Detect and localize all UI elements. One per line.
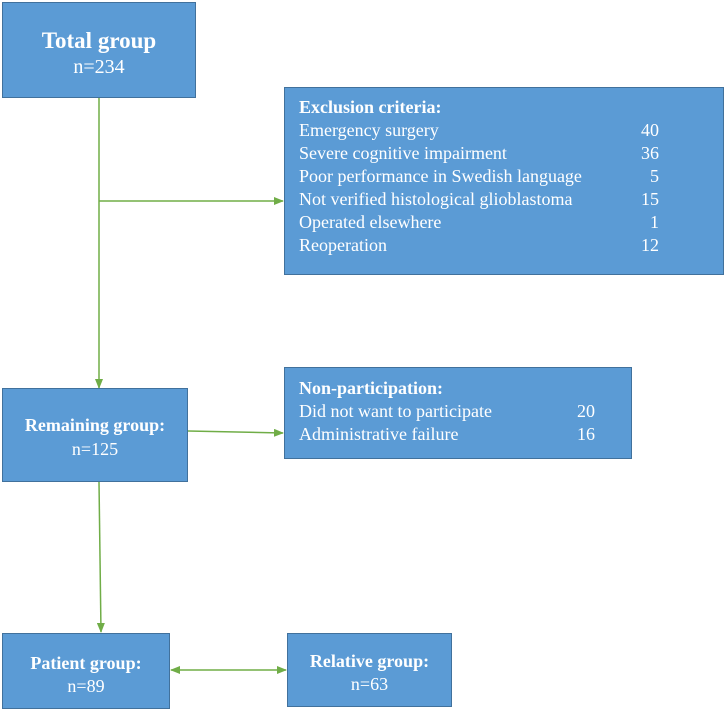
non-participation-item: Did not want to participate 20 bbox=[299, 401, 595, 421]
remaining-group-box: Remaining group: n=125 bbox=[2, 388, 188, 482]
relative-group-title: Relative group: bbox=[309, 651, 430, 671]
exclusion-criteria-title: Exclusion criteria: bbox=[299, 97, 442, 117]
exclusion-item: Not verified histological glioblastoma 1… bbox=[299, 189, 659, 209]
exclusion-item: Operated elsewhere 1 bbox=[299, 212, 659, 232]
total-group-title: Total group bbox=[41, 28, 157, 53]
non-participation-item: Administrative failure 16 bbox=[299, 424, 595, 444]
patient-group-title: Patient group: bbox=[30, 653, 142, 673]
total-group-count: n=234 bbox=[73, 56, 125, 78]
remaining-group-title: Remaining group: bbox=[24, 415, 166, 435]
non-participation-title: Non-participation: bbox=[299, 378, 443, 398]
total-group-box: Total group n=234 bbox=[2, 2, 196, 98]
arrow-remaining-to-patient bbox=[96, 481, 105, 633]
exclusion-criteria-box: Exclusion criteria: Emergency surgery 40… bbox=[284, 87, 724, 275]
exclusion-item: Reoperation 12 bbox=[299, 235, 659, 255]
exclusion-item: Emergency surgery 40 bbox=[299, 120, 659, 140]
exclusion-item: Severe cognitive impairment 36 bbox=[299, 143, 659, 163]
arrow-remaining-to-nonparticipation bbox=[187, 428, 284, 437]
non-participation-box: Non-participation: Did not want to parti… bbox=[284, 367, 632, 459]
patient-group-count: n=89 bbox=[67, 676, 105, 696]
patient-group-box: Patient group: n=89 bbox=[2, 633, 170, 709]
remaining-group-count: n=125 bbox=[71, 439, 119, 459]
relative-group-box: Relative group: n=63 bbox=[287, 633, 452, 707]
relative-group-count: n=63 bbox=[350, 674, 389, 694]
exclusion-item: Poor performance in Swedish language 5 bbox=[299, 166, 659, 186]
